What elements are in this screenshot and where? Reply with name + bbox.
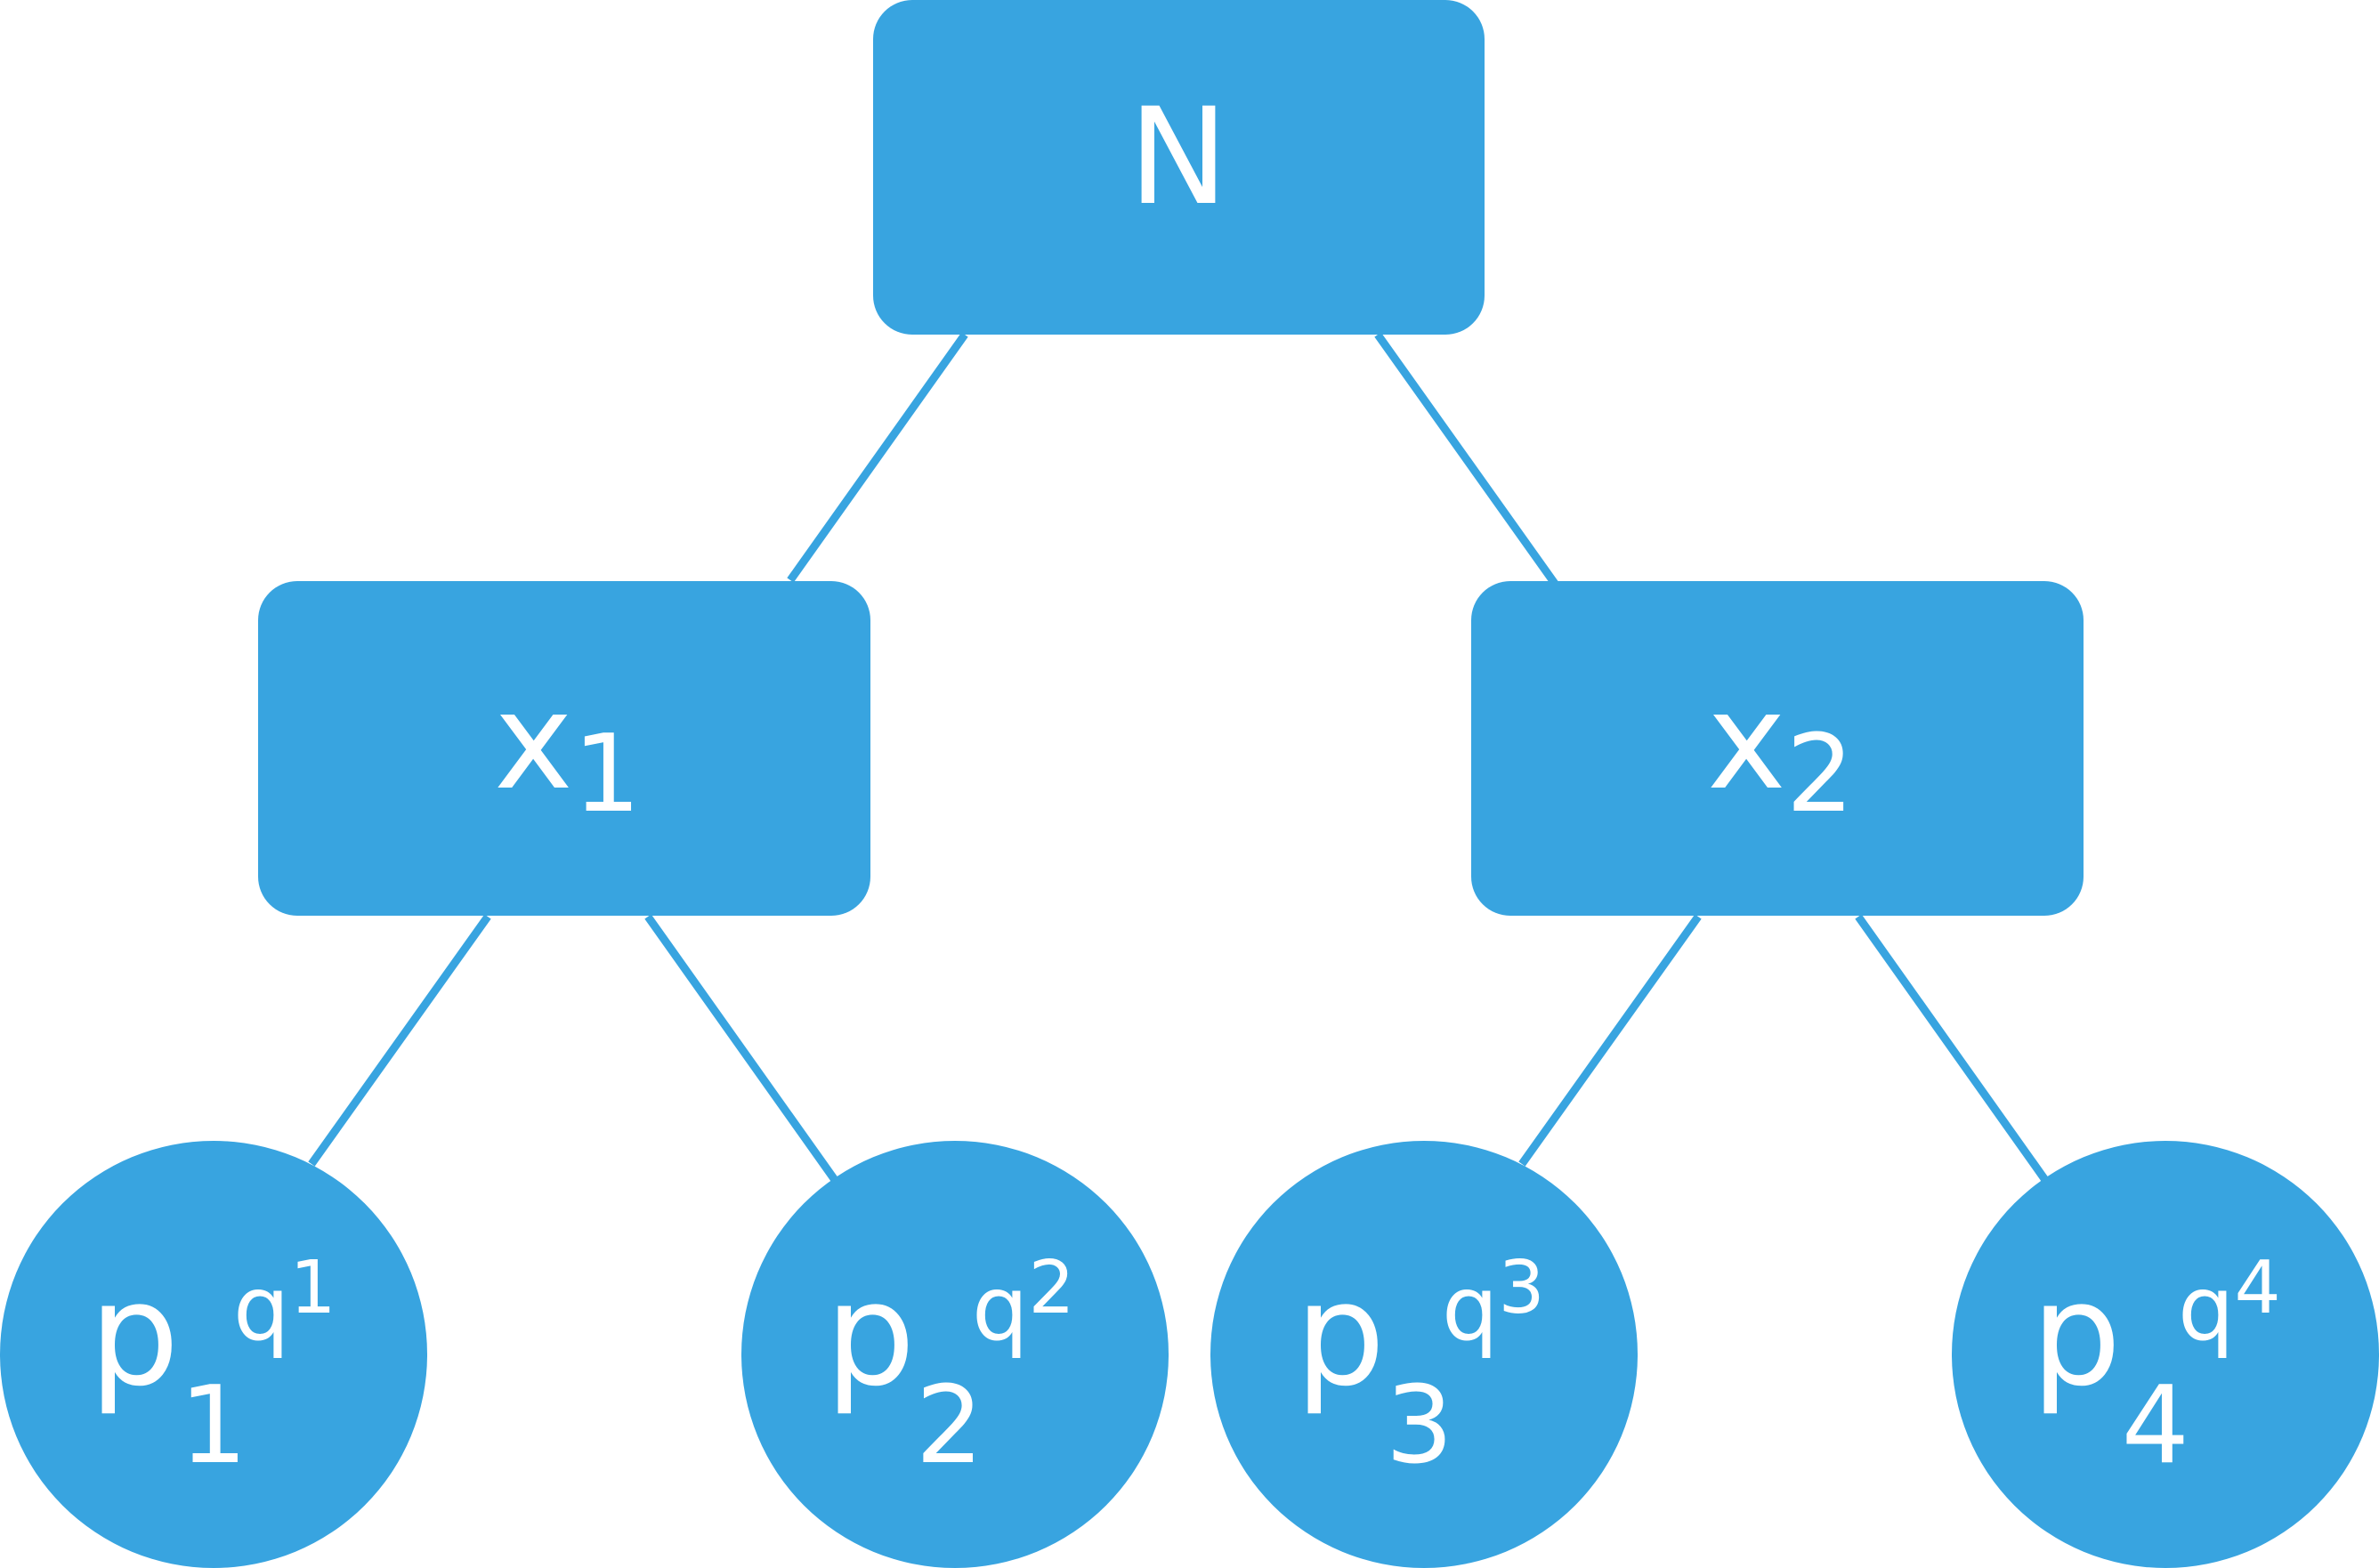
p4-sup-base: q — [2178, 1257, 2234, 1361]
edge-root-x2 — [1374, 332, 1561, 590]
x1-base: x — [494, 665, 573, 820]
p1-sup-base: q — [233, 1257, 289, 1361]
x2-subscript: 2 — [1786, 713, 1854, 837]
p2-base: p — [825, 1251, 916, 1418]
internal-node-x2: x2 — [1471, 581, 2084, 916]
edges — [308, 332, 2049, 1183]
p2-subscript: 2 — [916, 1364, 983, 1488]
internal-node-x1: x1 — [258, 581, 870, 916]
x1-subscript: 1 — [573, 713, 641, 837]
svg-text:p4: p4 — [2031, 1251, 2189, 1488]
svg-text:x1: x1 — [494, 665, 641, 837]
leaf-node-p4: p4 q4 — [1952, 1141, 2379, 1568]
svg-text:q2: q2 — [972, 1246, 1075, 1361]
p4-base: p — [2031, 1251, 2122, 1418]
p1-subscript: 1 — [180, 1364, 247, 1488]
root-node: N — [873, 0, 1485, 335]
svg-text:p3: p3 — [1295, 1251, 1453, 1488]
svg-text:q4: q4 — [2178, 1246, 2281, 1361]
edge-x2-p4 — [1855, 914, 2049, 1183]
svg-text:x2: x2 — [1707, 665, 1854, 837]
p1-sup-sup: 1 — [289, 1246, 336, 1330]
svg-text:p1: p1 — [89, 1251, 247, 1488]
edge-root-x1 — [787, 332, 968, 583]
leaf-node-p1: p1 q1 — [0, 1141, 427, 1568]
x2-base: x — [1707, 665, 1786, 820]
svg-text:p2: p2 — [825, 1251, 983, 1488]
p1-base: p — [89, 1251, 180, 1418]
edge-x1-p2 — [644, 914, 838, 1183]
p3-base: p — [1295, 1251, 1386, 1418]
leaf-node-p3: p3 q3 — [1210, 1141, 1638, 1568]
svg-text:q3: q3 — [1442, 1246, 1545, 1361]
p2-sup-base: q — [972, 1257, 1028, 1361]
p4-sup-sup: 4 — [2234, 1246, 2280, 1330]
root-label: N — [1129, 80, 1228, 235]
p3-subscript: 3 — [1386, 1364, 1453, 1488]
p4-subscript: 4 — [2122, 1364, 2189, 1488]
leaf-node-p2: p2 q2 — [741, 1141, 1169, 1568]
svg-text:q1: q1 — [233, 1246, 336, 1361]
edge-x1-p1 — [308, 914, 491, 1167]
p3-sup-base: q — [1442, 1257, 1498, 1361]
p2-sup-sup: 2 — [1028, 1246, 1074, 1330]
p3-sup-sup: 3 — [1498, 1246, 1544, 1330]
edge-x2-p3 — [1518, 914, 1702, 1167]
